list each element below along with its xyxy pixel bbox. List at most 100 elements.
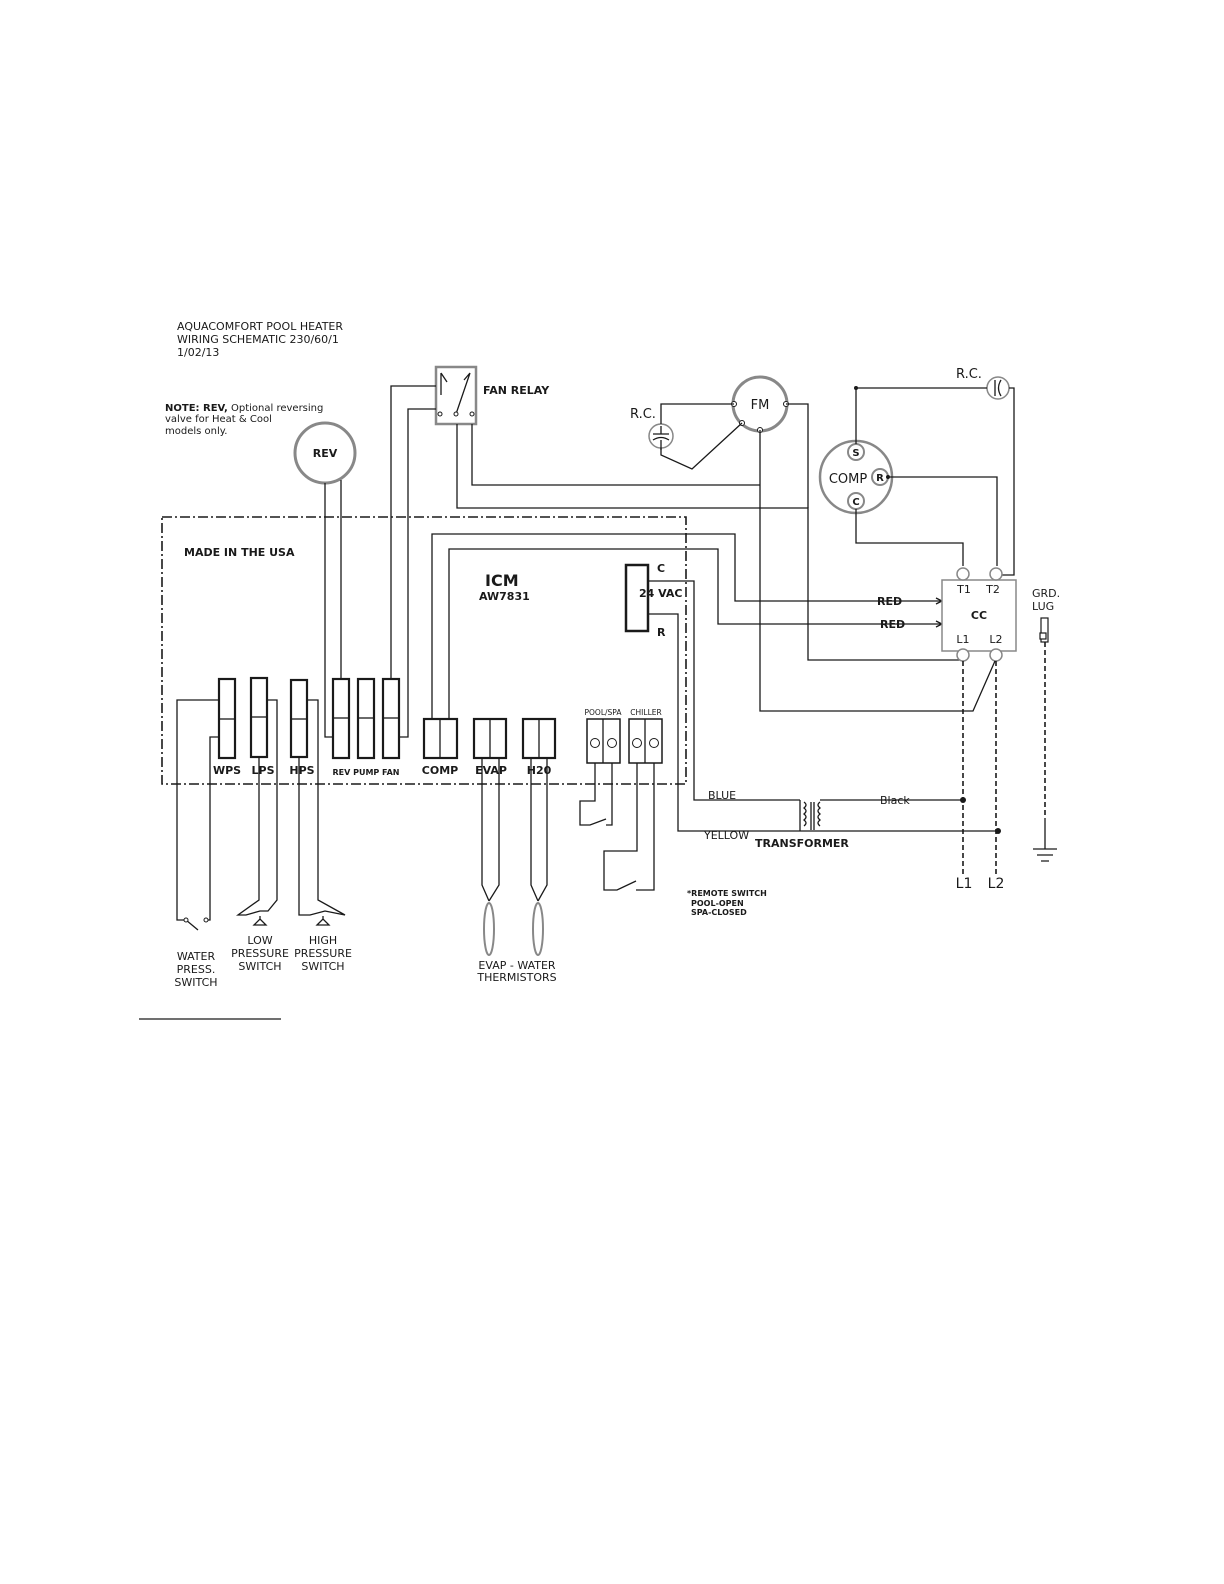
high-switch-label-3: SWITCH — [301, 960, 344, 973]
fm-line-wire — [786, 403, 809, 508]
evap-thermistor-leads — [481, 758, 500, 902]
comp-cap-wire — [996, 387, 1015, 576]
transformer — [799, 800, 822, 831]
rev-valve: REV — [293, 421, 357, 485]
fan-relay-label: FAN RELAY — [483, 384, 550, 397]
note-line-2: valve for Heat & Cool — [165, 414, 272, 425]
comp-s-wire — [855, 387, 987, 444]
connector-pump — [356, 677, 376, 760]
water-thermistor — [532, 902, 544, 956]
cc-l1: L1 — [956, 633, 969, 646]
comp-s: S — [852, 448, 859, 459]
cc-t2: T2 — [985, 583, 1000, 596]
l2-label: L2 — [988, 876, 1005, 892]
water-press-switch — [176, 699, 219, 931]
contactor-cc: T1 T2 CC L1 L2 — [941, 567, 1017, 662]
high-switch-label-1: HIGH — [309, 934, 337, 947]
made-in-usa: MADE IN THE USA — [184, 546, 295, 559]
note-line-3: models only. — [165, 426, 227, 437]
grd-label-2: LUG — [1032, 600, 1054, 613]
comp-c: C — [852, 497, 859, 508]
grd-label-1: GRD. — [1032, 587, 1060, 600]
rc-fan-label: R.C. — [630, 407, 656, 422]
chiller-switch-wiring — [603, 763, 655, 891]
label-h20: H20 — [527, 764, 552, 777]
water-switch-label-1: WATER — [177, 950, 216, 963]
low-switch-label-3: SWITCH — [238, 960, 281, 973]
icm-board-outline — [161, 516, 687, 785]
comp-r: R — [876, 473, 884, 484]
connector-fan — [381, 677, 401, 760]
cc-label: CC — [971, 609, 987, 622]
note-line-1: Optional reversing — [231, 403, 323, 414]
water-switch-label-2: PRESS. — [177, 963, 216, 976]
rev-label: REV — [313, 447, 338, 460]
comp-run-capacitor — [986, 376, 1010, 400]
transformer-label: TRANSFORMER — [755, 837, 849, 850]
relay-wire-a — [390, 385, 436, 678]
fm-label: FM — [751, 398, 770, 413]
connector-pool-spa — [586, 718, 621, 764]
label-rev-pump-fan: REV PUMP FAN — [332, 768, 399, 777]
red-label-2: RED — [880, 618, 905, 631]
ground-lug — [1039, 617, 1049, 643]
yellow-label: YELLOW — [703, 829, 749, 842]
comp-c-wire — [855, 509, 964, 566]
fan-l2-wire — [759, 485, 996, 712]
connector-rev — [331, 677, 351, 760]
connector-lps — [249, 676, 269, 759]
blue-label: BLUE — [708, 789, 736, 802]
low-switch-label-2: PRESSURE — [231, 947, 289, 960]
compressor: COMP S R C — [818, 439, 894, 515]
label-evap: EVAP — [475, 764, 507, 777]
connector-evap — [472, 717, 508, 760]
label-chiller: CHILLER — [630, 708, 661, 717]
thermistor-label-2: THERMISTORS — [476, 971, 556, 984]
label-comp: COMP — [422, 764, 458, 777]
vac-c-label: C — [657, 562, 665, 575]
water-thermistor-leads — [530, 758, 548, 902]
cc-t1: T1 — [956, 583, 971, 596]
black-label: Black — [880, 794, 910, 807]
fm-cap-wire-2 — [660, 422, 743, 470]
low-pressure-switch — [235, 699, 278, 916]
comp-coil-wire-2 — [448, 548, 942, 719]
high-pressure-switch — [298, 699, 346, 916]
fan-run-capacitor — [648, 423, 674, 450]
remote-line-2: POOL-OPEN — [691, 899, 744, 908]
note-label: NOTE: REV, — [165, 403, 228, 414]
low-switch-label-1: LOW — [247, 934, 272, 947]
comp-coil-wire-1 — [431, 533, 942, 719]
vac-terminal-block — [624, 563, 650, 633]
thermistor-label-1: EVAP - WATER — [478, 959, 556, 972]
title-line-2: WIRING SCHEMATIC 230/60/1 — [177, 333, 339, 346]
vac-24-label: 24 VAC — [639, 587, 683, 600]
pool-spa-switch-wiring — [579, 763, 613, 826]
rc-comp-label: R.C. — [956, 367, 982, 382]
cc-l2: L2 — [989, 633, 1002, 646]
label-hps: HPS — [289, 764, 314, 777]
connector-hps — [289, 678, 309, 759]
connector-comp — [422, 717, 459, 760]
vac-blue-wire — [648, 580, 800, 801]
remote-line-1: *REMOTE SWITCH — [687, 889, 767, 898]
comp-label: COMP — [829, 472, 868, 487]
remote-line-3: SPA-CLOSED — [691, 908, 747, 917]
vac-r-label: R — [657, 626, 666, 639]
label-lps: LPS — [252, 764, 275, 777]
l1-label: L1 — [956, 876, 973, 892]
icm-model: AW7831 — [479, 590, 530, 603]
relay-wire-b — [400, 408, 436, 738]
water-switch-label-3: SWITCH — [174, 976, 217, 989]
high-switch-label-2: PRESSURE — [294, 947, 352, 960]
evap-thermistor — [483, 902, 495, 956]
rev-wire-1 — [324, 483, 333, 738]
title-line-1: AQUACOMFORT POOL HEATER — [177, 320, 343, 333]
connector-chiller — [628, 718, 663, 764]
ground-symbol — [1033, 818, 1057, 862]
label-pool-spa: POOL/SPA — [585, 708, 623, 717]
connector-h20 — [521, 717, 557, 760]
icm-label: ICM — [485, 571, 519, 590]
connector-wps — [217, 677, 237, 760]
